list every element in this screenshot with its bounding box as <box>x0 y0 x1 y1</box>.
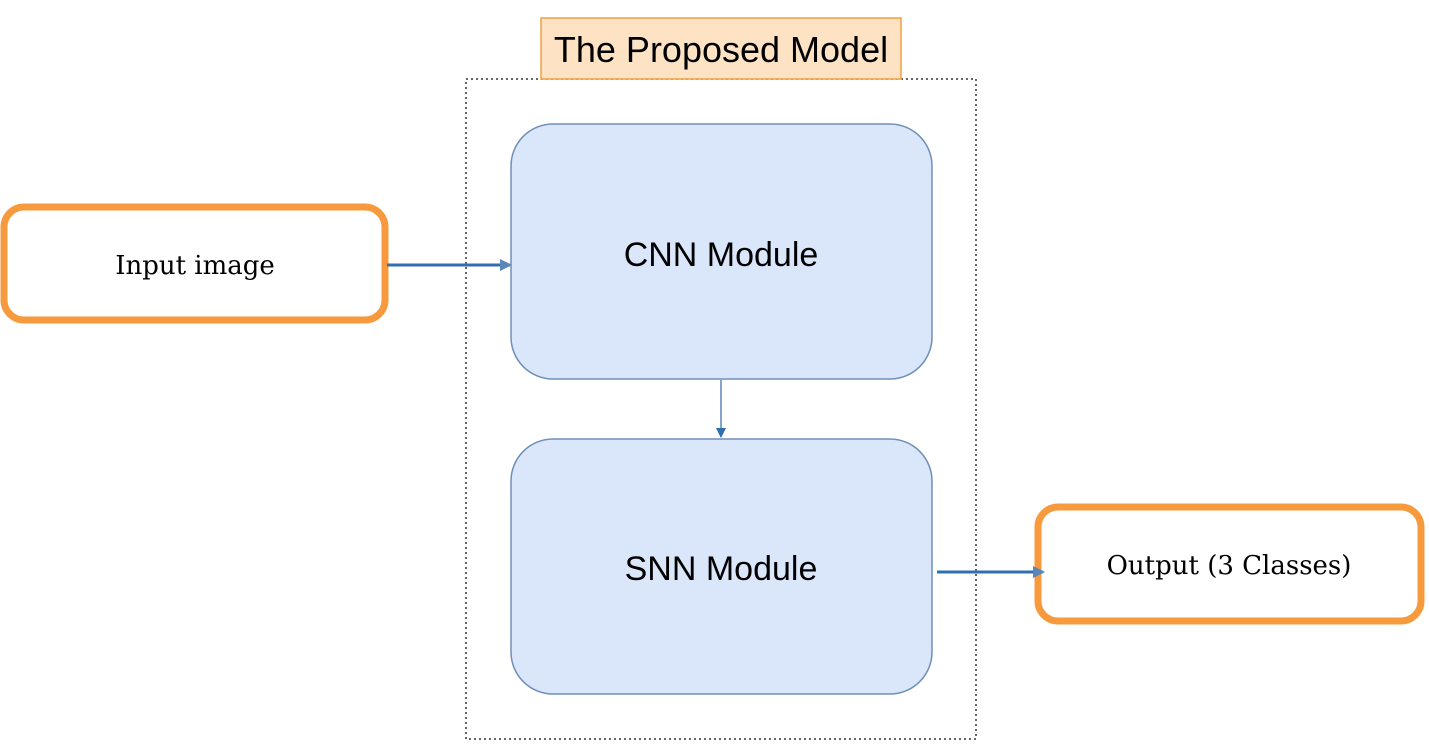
cnn-module-label: CNN Module <box>624 236 819 274</box>
input-image-label: Input image <box>115 251 275 281</box>
input-image-node: Input image <box>0 203 389 324</box>
cnn-module-node: CNN Module <box>510 123 933 380</box>
snn-module-label: SNN Module <box>625 550 818 588</box>
diagram-title: The Proposed Model <box>554 29 888 70</box>
output-label: Output (3 Classes) <box>1107 551 1352 581</box>
title-box: The Proposed Model <box>540 17 902 80</box>
output-node: Output (3 Classes) <box>1034 503 1425 625</box>
snn-module-node: SNN Module <box>510 438 933 695</box>
